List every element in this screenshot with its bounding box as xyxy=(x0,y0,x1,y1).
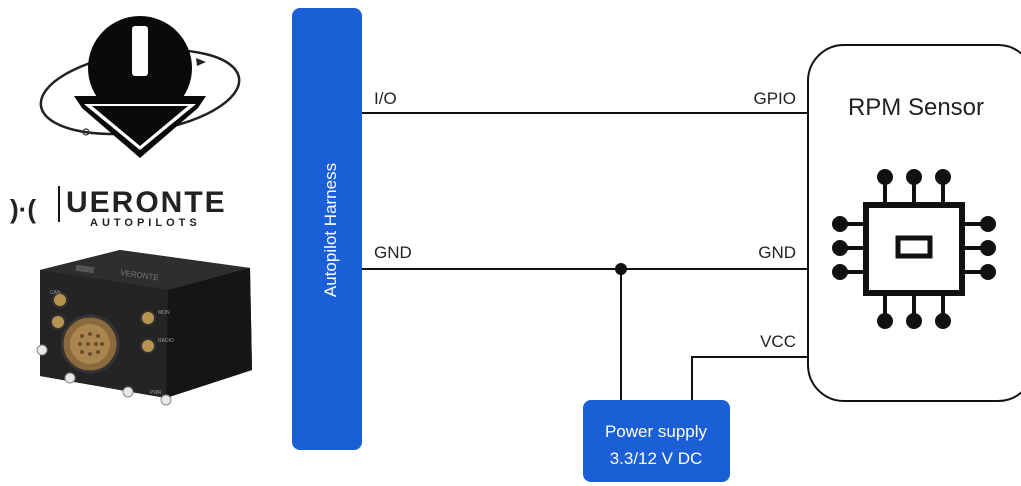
brand-tagline: AUTOPILOTS xyxy=(90,217,201,229)
connector-label-mon: MON xyxy=(158,310,170,316)
veronte-helmet-logo-icon xyxy=(39,16,241,158)
brand-name: UERONTE xyxy=(66,186,227,219)
harness-label: Autopilot Harness xyxy=(321,163,340,297)
connector-label-can: CAN xyxy=(50,290,61,296)
power-supply-line1: Power supply xyxy=(605,422,708,441)
gpio-label: GPIO xyxy=(753,89,796,108)
vcc-wire xyxy=(691,356,808,400)
autopilot-harness: Autopilot Harness xyxy=(292,8,362,450)
chip-icon xyxy=(832,169,996,329)
rpm-sensor: RPM Sensor xyxy=(807,44,1021,402)
autopilot-device-image: VERONTE CAN MON RADIO PWR xyxy=(36,250,252,406)
connector-label-radio: RADIO xyxy=(158,338,174,344)
wires xyxy=(362,112,808,400)
vcc-label: VCC xyxy=(760,332,796,351)
sma-connector-icon xyxy=(50,292,156,354)
harness-bar xyxy=(292,8,362,450)
power-supply-box xyxy=(583,400,730,482)
power-supply-line2: 3.3/12 V DC xyxy=(610,449,703,468)
brand-mark: )·( xyxy=(10,194,36,224)
connector-label-pwr: PWR xyxy=(150,390,162,396)
io-label: I/O xyxy=(374,89,397,108)
brand-wordmark: )·( UERONTE AUTOPILOTS xyxy=(10,186,227,229)
brand-divider xyxy=(58,186,60,222)
gnd-junction-dot xyxy=(615,263,627,275)
gnd-right-label: GND xyxy=(758,243,796,262)
rpm-sensor-title: RPM Sensor xyxy=(848,94,984,121)
power-supply: Power supply 3.3/12 V DC xyxy=(583,400,730,482)
gnd-left-label: GND xyxy=(374,243,412,262)
